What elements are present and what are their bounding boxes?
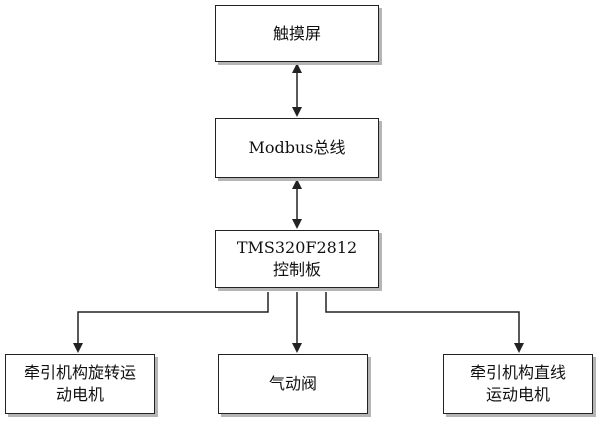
arrowhead-down-linear [514, 343, 524, 353]
connector-controller-rotary [77, 292, 269, 348]
arrowhead-up-touchscreen [292, 63, 302, 73]
controller-label-line1: TMS320F2812 [236, 238, 358, 257]
linear-motor-label-line2: 运动电机 [485, 385, 550, 404]
pneumatic-valve-node: 气动阀 [218, 354, 368, 414]
linear-motor-node: 牵引机构直线 运动电机 [443, 354, 593, 414]
controller-label-line2: 控制板 [272, 260, 321, 279]
linear-motor-label-line1: 牵引机构直线 [469, 363, 566, 382]
rotary-motor-node: 牵引机构旋转运 动电机 [5, 354, 155, 414]
rotary-motor-label-line1: 牵引机构旋转运 [23, 363, 136, 382]
pneumatic-valve-label: 气动阀 [268, 374, 317, 393]
touchscreen-label: 触摸屏 [272, 23, 321, 43]
rotary-motor-label-line2: 动电机 [55, 385, 104, 404]
connector-controller-linear [325, 292, 520, 348]
touchscreen-node: 触摸屏 [215, 5, 379, 62]
modbus-bus-node: Modbus总线 [215, 118, 379, 178]
controller-board-node: TMS320F2812 控制板 [215, 230, 379, 288]
arrowhead-down-air [292, 343, 302, 353]
arrowhead-up-modbus-bottom [292, 179, 302, 189]
modbus-label: Modbus总线 [248, 138, 346, 157]
arrowhead-down-modbus-top [292, 107, 302, 117]
arrowhead-down-controller [292, 219, 302, 229]
arrowhead-down-rotary [73, 343, 83, 353]
